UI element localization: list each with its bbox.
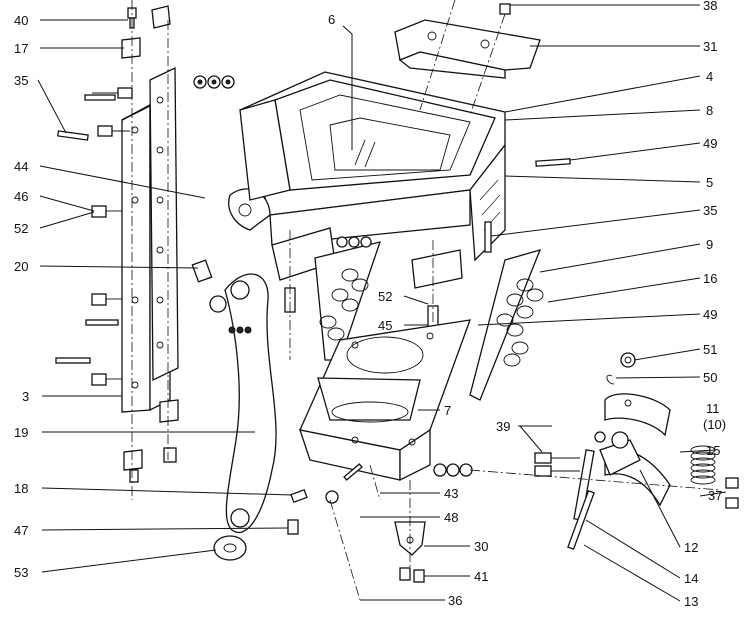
callout-17: 17 [14, 41, 28, 56]
washers [193, 75, 235, 89]
callout-47: 47 [14, 523, 28, 538]
callout-41: 41 [474, 569, 488, 584]
bolt-screws [91, 87, 133, 386]
callout-53: 53 [14, 565, 28, 580]
callout-36: 36 [448, 593, 462, 608]
callout-9: 9 [706, 237, 713, 252]
callout-8: 8 [706, 103, 713, 118]
callout-50: 50 [703, 370, 717, 385]
callout-49-mid: 49 [703, 307, 717, 322]
callout-6: 6 [328, 12, 335, 27]
callout-13: 13 [684, 594, 698, 609]
callout-52-mid: 52 [378, 289, 392, 304]
callout-19: 19 [14, 425, 28, 440]
callout-10: (10) [703, 417, 726, 432]
callout-15: 15 [706, 443, 720, 458]
callout-14: 14 [684, 571, 698, 586]
callout-3: 3 [22, 389, 29, 404]
callout-39: 39 [496, 419, 510, 434]
left-rail-assembly [55, 0, 299, 535]
callout-43: 43 [444, 486, 458, 501]
middle-brackets [271, 158, 571, 401]
callout-52-left: 52 [14, 221, 28, 236]
callout-labels: 40 17 35 44 46 52 20 3 19 18 47 53 6 38 … [14, 0, 726, 609]
callout-31: 31 [703, 39, 717, 54]
callout-40: 40 [14, 13, 28, 28]
callout-35-right: 35 [703, 203, 717, 218]
callout-46: 46 [14, 189, 28, 204]
callout-37: 37 [708, 488, 722, 503]
callout-35-left: 35 [14, 73, 28, 88]
callout-20: 20 [14, 259, 28, 274]
callout-18: 18 [14, 481, 28, 496]
callout-45: 45 [378, 318, 392, 333]
callout-7: 7 [444, 403, 451, 418]
top-cover [394, 0, 541, 116]
callout-51: 51 [703, 342, 717, 357]
top-housing [228, 71, 506, 262]
bottom-parts [290, 463, 426, 601]
callout-38: 38 [703, 0, 717, 13]
curved-arm [191, 259, 277, 561]
callout-4: 4 [706, 69, 713, 84]
callout-11: 11 [706, 401, 720, 416]
callout-49-top: 49 [703, 136, 717, 151]
callout-12: 12 [684, 540, 698, 555]
callout-16: 16 [703, 271, 717, 286]
pedal-assembly [469, 352, 739, 551]
callout-30: 30 [474, 539, 488, 554]
pins [55, 94, 119, 364]
lower-housing [299, 319, 473, 482]
callout-44: 44 [14, 159, 28, 174]
callout-5: 5 [706, 175, 713, 190]
callout-48: 48 [444, 510, 458, 525]
leader-lines [37, 4, 727, 602]
